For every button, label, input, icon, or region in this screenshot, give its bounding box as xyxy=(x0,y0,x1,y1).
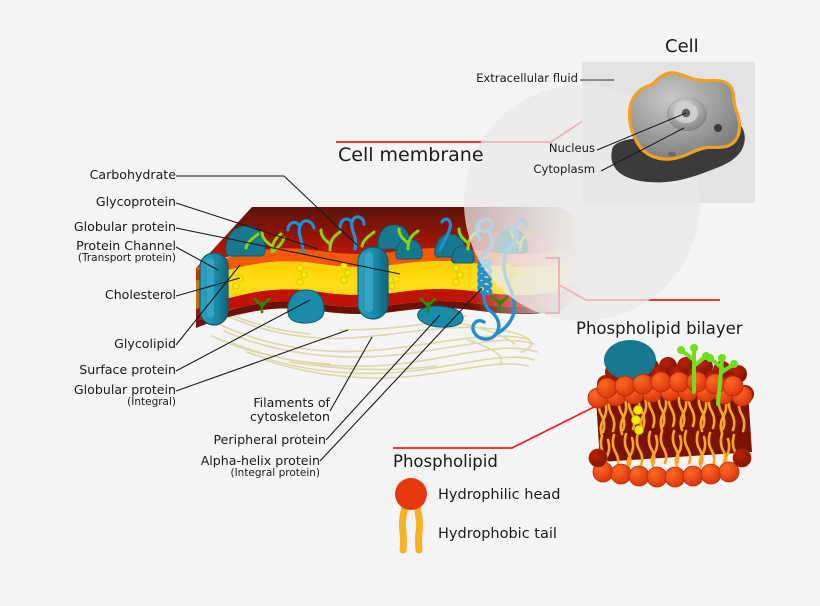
bilayer-glyco-beads xyxy=(677,344,738,368)
label-nucleus: Nucleus xyxy=(548,141,595,155)
leader-cytoplasm xyxy=(600,127,685,172)
label-globular-integral-sub: (Integral) xyxy=(127,396,176,409)
label-surface-protein: Surface protein xyxy=(79,362,176,377)
label-carbohydrate: Carbohydrate xyxy=(89,167,176,182)
leader-alpha-helix xyxy=(319,287,483,462)
label-protein-channel: Protein Channel (Transport protein) xyxy=(0,238,176,265)
bilayer-bottom-heads xyxy=(588,448,752,488)
leader-globular-integral xyxy=(175,329,349,392)
label-glycolipid: Glycolipid xyxy=(114,336,176,351)
callout-phospholipid xyxy=(393,403,601,449)
label-extracellular-fluid: Extracellular fluid xyxy=(476,71,578,85)
label-protein-channel-main: Protein Channel xyxy=(76,238,176,253)
leader-glycoprotein xyxy=(175,202,319,250)
hydrophilic-head-icon xyxy=(395,478,427,510)
label-peripheral-protein: Peripheral protein xyxy=(213,432,326,447)
leader-protein-channel xyxy=(175,246,219,271)
membrane-proteins xyxy=(199,224,528,328)
label-cholesterol: Cholesterol xyxy=(104,287,176,302)
title-cell-membrane: Cell membrane xyxy=(338,144,484,166)
legend-hydrophobic-tail: Hydrophobic tail xyxy=(438,526,557,542)
label-protein-channel-sub: (Transport protein) xyxy=(77,252,176,265)
label-filaments-of-cytoskeleton: Filaments of cytoskeleton xyxy=(140,395,330,425)
hydrophobic-tail-icon xyxy=(398,500,424,554)
glycolipid-chains xyxy=(253,295,509,314)
label-globular-protein: Globular protein xyxy=(73,219,176,234)
protein-channel xyxy=(199,252,229,326)
protein-channel-2 xyxy=(357,246,389,320)
leader-surface-protein xyxy=(175,299,311,372)
leader-filaments xyxy=(329,336,373,412)
leader-glycolipid xyxy=(175,264,241,346)
title-cell: Cell xyxy=(665,36,699,57)
label-alpha-helix-sub: (Integral protein) xyxy=(230,467,320,480)
phospholipid-bilayer-inset xyxy=(587,340,754,488)
label-glycoprotein: Glycoprotein xyxy=(95,194,176,209)
title-phospholipid-bilayer: Phospholipid bilayer xyxy=(576,319,743,338)
leader-globular-protein xyxy=(175,227,401,275)
peripheral-protein-1 xyxy=(287,289,325,324)
cytoskeleton-filaments xyxy=(199,299,538,379)
label-globular-integral: Globular protein (Integral) xyxy=(0,382,176,409)
title-phospholipid: Phospholipid xyxy=(393,452,498,471)
phospholipid-legend-symbol xyxy=(395,478,427,554)
leader-nucleus xyxy=(596,112,687,151)
label-alpha-helix-protein: Alpha-helix protein (Integral protein) xyxy=(110,453,320,480)
leader-lines xyxy=(175,175,483,462)
leader-peripheral xyxy=(325,314,441,441)
label-cytoplasm: Cytoplasm xyxy=(533,162,595,176)
label-globular-integral-main: Globular protein xyxy=(73,382,176,397)
bilayer-cholesterol xyxy=(631,405,644,435)
legend-hydrophilic-head: Hydrophilic head xyxy=(438,487,561,503)
leader-cholesterol xyxy=(175,277,241,297)
leader-carbohydrate xyxy=(176,175,358,246)
cell-inset xyxy=(464,62,755,321)
label-filaments-line2: cytoskeleton xyxy=(249,409,330,425)
label-alpha-helix-main: Alpha-helix protein xyxy=(200,453,320,468)
bilayer-protein xyxy=(604,340,656,380)
label-filaments-line1: Filaments of xyxy=(253,395,330,410)
